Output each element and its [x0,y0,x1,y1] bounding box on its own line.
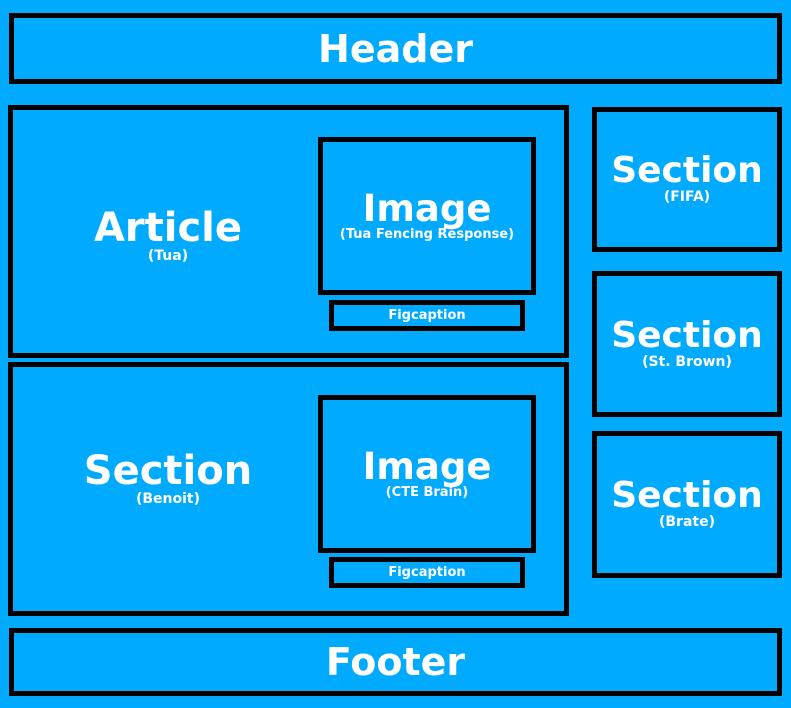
section-fifa-subtitle: (FIFA) [663,189,711,206]
section-benoit-figcaption-box: Figcaption [329,557,525,588]
footer-box: Footer [9,628,782,696]
article-label-group: Article (Tua) [33,208,303,264]
section-benoit-subtitle: (Benoit) [135,491,201,507]
section-st-brown-title: Section [611,314,763,356]
section-brate-subtitle: (Brate) [658,514,715,531]
footer-label: Footer [325,640,466,684]
section-fifa-title: Section [611,150,763,192]
article-image-title: Image [362,186,492,230]
header-label: Header [318,26,473,71]
article-subtitle: (Tua) [147,248,189,264]
article-figcaption-box: Figcaption [329,300,525,331]
section-fifa-box: Section (FIFA) [592,107,782,252]
section-benoit-figcaption-label: Figcaption [388,565,466,580]
section-benoit-label-group: Section (Benoit) [33,451,303,507]
article-image-box: Image (Tua Fencing Response) [318,137,536,295]
section-benoit-image-title: Image [362,444,492,488]
section-benoit-image-subtitle: (CTE Brain) [385,484,469,500]
article-title: Article [93,205,243,251]
section-brate-box: Section (Brate) [592,431,782,578]
section-brate-title: Section [611,475,763,517]
article-image-subtitle: (Tua Fencing Response) [339,226,515,242]
article-figcaption-label: Figcaption [388,308,466,323]
section-st-brown-subtitle: (St. Brown) [642,353,732,370]
section-benoit-title: Section [83,448,253,494]
section-benoit-image-box: Image (CTE Brain) [318,395,536,553]
header-box: Header [9,13,782,84]
section-st-brown-box: Section (St. Brown) [592,271,782,417]
